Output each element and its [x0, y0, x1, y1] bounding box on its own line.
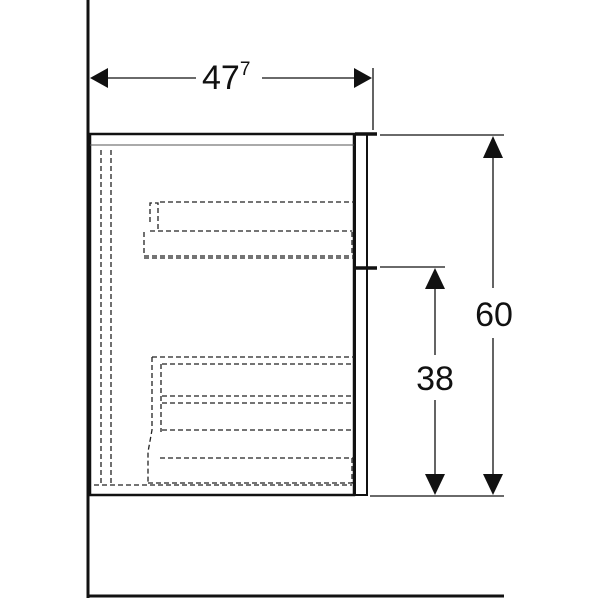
drawer-height-label: 38	[416, 360, 454, 398]
hidden-lines	[94, 150, 354, 486]
depth-dimension: 477	[90, 59, 374, 130]
arrow-down-icon	[425, 474, 445, 495]
total-height-dimension: 60	[370, 134, 513, 497]
total-height-label: 60	[475, 296, 513, 334]
depth-label: 477	[202, 59, 250, 97]
drawer-height-dimension: 38	[380, 266, 454, 495]
cabinet-body	[88, 132, 377, 497]
arrow-left-icon	[90, 68, 108, 88]
arrow-up-icon	[483, 136, 503, 158]
arrow-down-icon	[483, 474, 503, 495]
wall	[86, 0, 504, 598]
arrow-right-icon	[354, 68, 372, 88]
arrow-up-icon	[425, 268, 445, 289]
